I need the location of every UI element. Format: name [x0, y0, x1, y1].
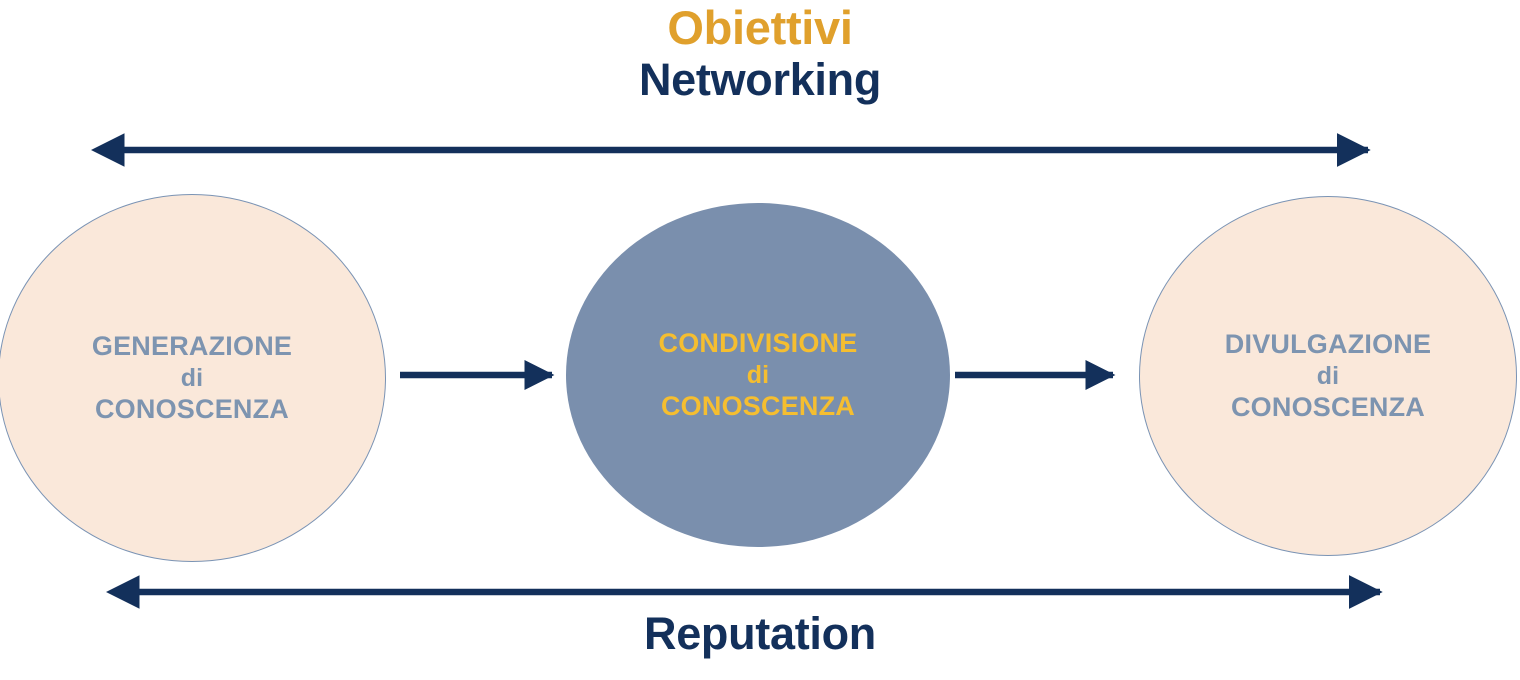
page-title: Obiettivi Networking	[0, 4, 1520, 102]
node-divulgazione-di-conoscenza[interactable]: DIVULGAZIONE di CONOSCENZA	[1139, 196, 1517, 556]
node-condivisione-line-1: CONDIVISIONE	[658, 327, 858, 358]
title-networking: Networking	[638, 54, 882, 105]
node-divulgazione-line-3: CONOSCENZA	[1230, 392, 1425, 423]
caption-reputation: Reputation	[644, 608, 876, 659]
node-generazione-di-conoscenza[interactable]: GENERAZIONE di CONOSCENZA	[0, 194, 386, 562]
node-condivisione-line-3: CONOSCENZA	[660, 391, 855, 422]
node-generazione-line-3: CONOSCENZA	[94, 394, 289, 425]
node-divulgazione-line-2: di	[1316, 361, 1340, 390]
node-generazione-line-1: GENERAZIONE	[91, 330, 293, 361]
node-condivisione-line-2: di	[746, 360, 770, 389]
node-condivisione-di-conoscenza[interactable]: CONDIVISIONE di CONOSCENZA	[566, 203, 950, 547]
node-generazione-line-2: di	[180, 363, 204, 392]
node-divulgazione-line-1: DIVULGAZIONE	[1224, 328, 1432, 359]
title-obiettivi: Obiettivi	[667, 1, 853, 54]
